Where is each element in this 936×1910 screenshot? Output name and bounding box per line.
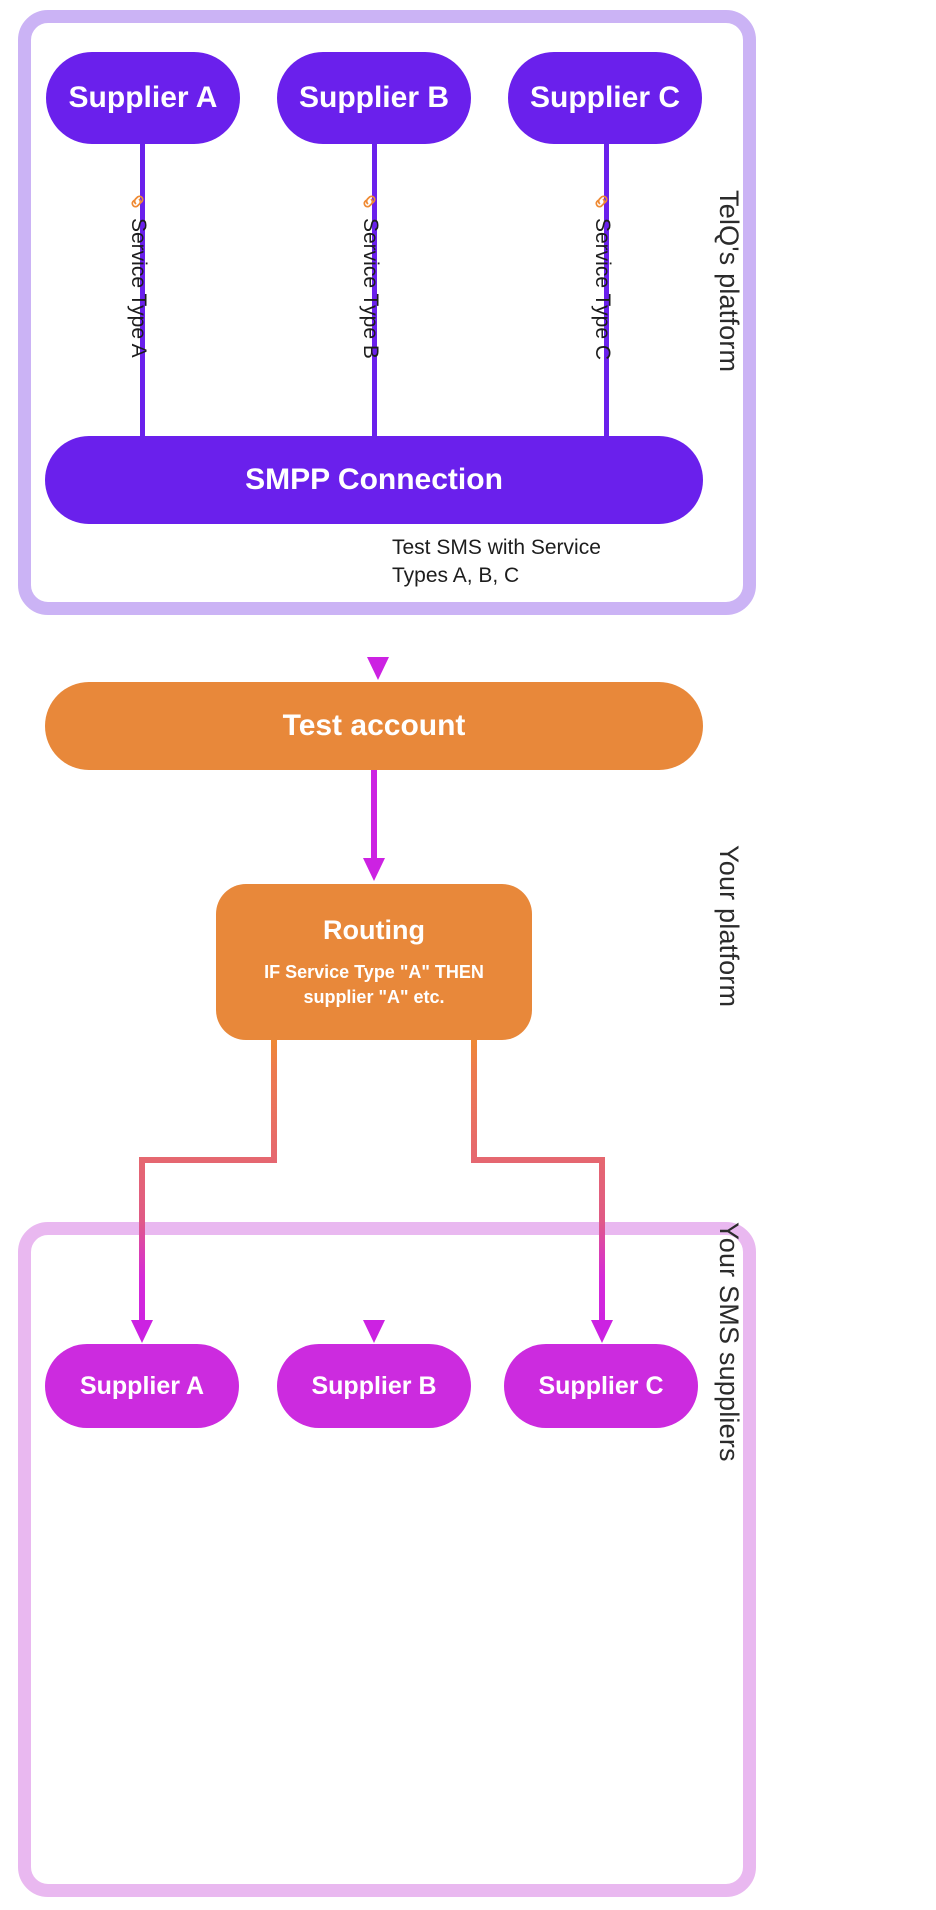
connector-caption-test-sms: Test SMS with Service Types A, B, C xyxy=(392,536,601,588)
wire-supplier-c-to-smpp xyxy=(604,140,609,440)
node-smpp-connection[interactable]: SMPP Connection xyxy=(45,436,703,524)
routing-title: Routing xyxy=(323,915,425,946)
routing-subtitle: IF Service Type "A" THEN supplier "A" et… xyxy=(264,962,484,1007)
node-test-account[interactable]: Test account xyxy=(45,682,703,770)
service-type-text: Service Type A xyxy=(127,218,150,358)
node-top-supplier-a[interactable]: Supplier A xyxy=(46,52,240,144)
node-label: SMPP Connection xyxy=(245,462,503,496)
group-label-telq-platform: TelQ's platform xyxy=(714,190,744,373)
node-bottom-supplier-c[interactable]: Supplier C xyxy=(504,1344,698,1428)
group-label-your-sms-suppliers: Your SMS suppliers xyxy=(714,1222,744,1462)
wire-supplier-b-to-smpp xyxy=(372,140,377,440)
node-label: Supplier A xyxy=(68,80,218,114)
service-type-label-a: Service Type A xyxy=(126,192,150,358)
node-bottom-supplier-a[interactable]: Supplier A xyxy=(45,1344,239,1428)
link-icon xyxy=(361,192,380,211)
node-label: Supplier B xyxy=(298,80,449,114)
wire-supplier-a-to-smpp xyxy=(140,140,145,440)
node-top-supplier-b[interactable]: Supplier B xyxy=(277,52,471,144)
group-label-your-platform: Your platform xyxy=(714,845,744,1008)
service-type-text: Service Type B xyxy=(359,218,382,359)
node-routing[interactable]: Routing IF Service Type "A" THEN supplie… xyxy=(216,884,532,1040)
group-frame-sms-suppliers xyxy=(18,1222,756,1897)
node-label: Supplier C xyxy=(538,1371,664,1400)
node-top-supplier-c[interactable]: Supplier C xyxy=(508,52,702,144)
node-label: Supplier C xyxy=(529,80,680,114)
service-type-text: Service Type C xyxy=(591,218,614,361)
node-bottom-supplier-b[interactable]: Supplier B xyxy=(277,1344,471,1428)
node-label: Supplier A xyxy=(79,1371,205,1400)
service-type-label-b: Service Type B xyxy=(358,192,382,359)
node-label: Test account xyxy=(282,708,466,742)
link-icon xyxy=(129,192,148,211)
link-icon xyxy=(593,192,612,211)
node-label: Supplier B xyxy=(311,1371,437,1400)
service-type-label-c: Service Type C xyxy=(590,192,614,360)
